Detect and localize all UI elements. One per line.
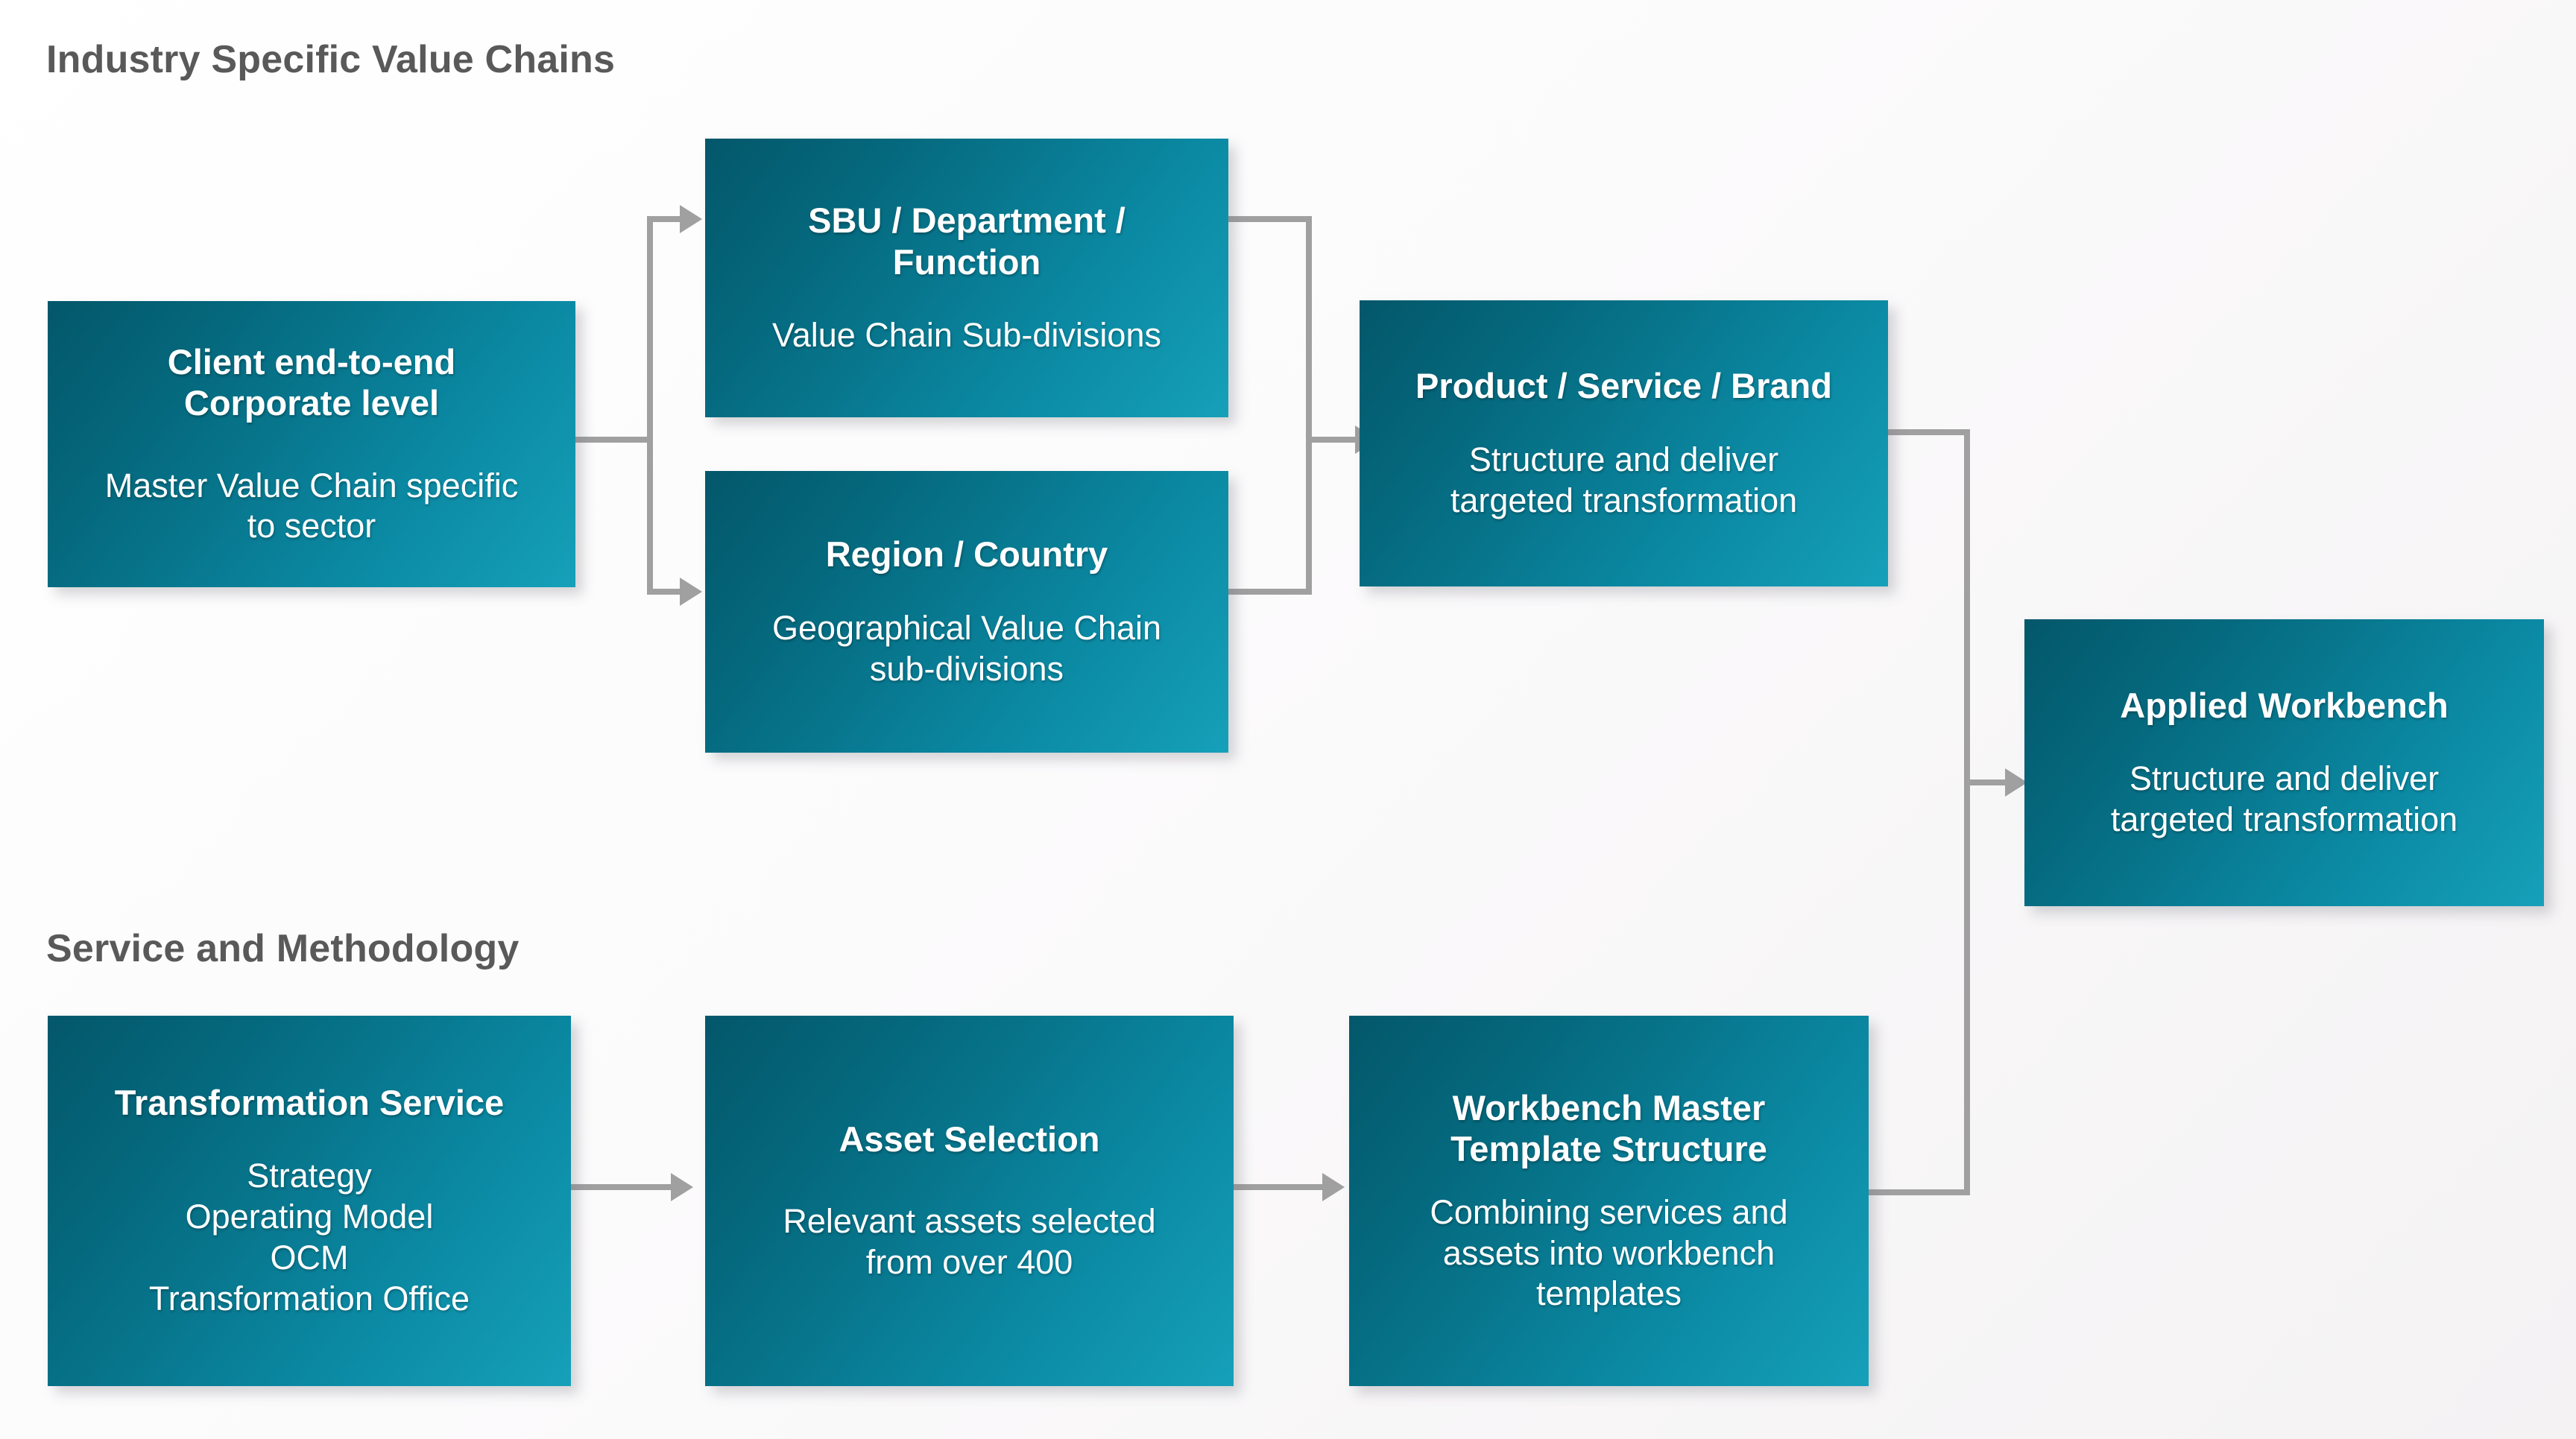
node-applied-workbench[interactable]: Applied Workbench Structure and deliver … xyxy=(2024,619,2544,906)
node-client-title: Client end-to-end Corporate level xyxy=(167,341,456,423)
connector-product-to-right-merge xyxy=(1888,429,1970,435)
node-client-end-to-end[interactable]: Client end-to-end Corporate level Master… xyxy=(48,301,575,587)
connector-transformation-to-asset-line xyxy=(571,1184,675,1190)
node-region-title: Region / Country xyxy=(825,534,1108,575)
section-heading-service-and-methodology: Service and Methodology xyxy=(46,927,520,970)
node-product-title: Product / Service / Brand xyxy=(1415,366,1832,406)
node-workbench-master-title: Workbench Master Template Structure xyxy=(1450,1087,1767,1169)
node-product-body: Structure and deliver targeted transform… xyxy=(1450,440,1798,519)
node-workbench-master-template-structure[interactable]: Workbench Master Template Structure Comb… xyxy=(1349,1016,1869,1386)
connector-split-to-sbu-line xyxy=(647,216,684,222)
connector-asset-to-workbench-master-line xyxy=(1234,1184,1327,1190)
arrowhead-to-workbench-master xyxy=(1322,1173,1345,1201)
connector-right-merge-vertical xyxy=(1964,429,1970,1195)
node-region-country[interactable]: Region / Country Geographical Value Chai… xyxy=(705,471,1228,753)
node-transformation-body: Strategy Operating Model OCM Transformat… xyxy=(148,1157,470,1318)
connector-workbench-master-to-right-merge xyxy=(1869,1189,1970,1195)
connector-right-merge-to-applied-line xyxy=(1964,779,2010,785)
node-sbu-department-function[interactable]: SBU / Department / Function Value Chain … xyxy=(705,139,1228,417)
connector-split-vertical xyxy=(647,216,653,595)
node-workbench-master-body: Combining services and assets into workb… xyxy=(1430,1192,1788,1313)
connector-merge-vertical xyxy=(1306,216,1312,595)
node-product-service-brand[interactable]: Product / Service / Brand Structure and … xyxy=(1360,300,1888,586)
connector-split-to-region-line xyxy=(647,589,684,595)
node-sbu-title: SBU / Department / Function xyxy=(808,200,1126,282)
arrowhead-to-sbu xyxy=(680,205,702,233)
node-asset-selection[interactable]: Asset Selection Relevant assets selected… xyxy=(705,1016,1234,1386)
arrowhead-to-asset-selection xyxy=(671,1173,693,1201)
connector-sbu-to-merge xyxy=(1228,216,1312,222)
arrowhead-to-region xyxy=(680,578,702,606)
node-transformation-title: Transformation Service xyxy=(114,1082,505,1122)
connector-region-to-merge xyxy=(1228,589,1312,595)
node-transformation-service[interactable]: Transformation Service Strategy Operatin… xyxy=(48,1016,571,1386)
node-client-body: Master Value Chain specific to sector xyxy=(104,466,519,545)
connector-client-to-split-stem xyxy=(575,437,653,443)
node-region-body: Geographical Value Chain sub-divisions xyxy=(771,608,1161,688)
arrowhead-to-applied-workbench xyxy=(2005,768,2027,797)
section-heading-industry-specific-value-chains: Industry Specific Value Chains xyxy=(46,38,616,81)
node-applied-title: Applied Workbench xyxy=(2120,685,2449,725)
connector-merge-to-product-line xyxy=(1306,437,1360,443)
node-applied-body: Structure and deliver targeted transform… xyxy=(2110,759,2458,839)
node-sbu-body: Value Chain Sub-divisions xyxy=(772,316,1161,354)
node-asset-body: Relevant assets selected from over 400 xyxy=(783,1202,1156,1282)
node-asset-title: Asset Selection xyxy=(839,1119,1100,1159)
